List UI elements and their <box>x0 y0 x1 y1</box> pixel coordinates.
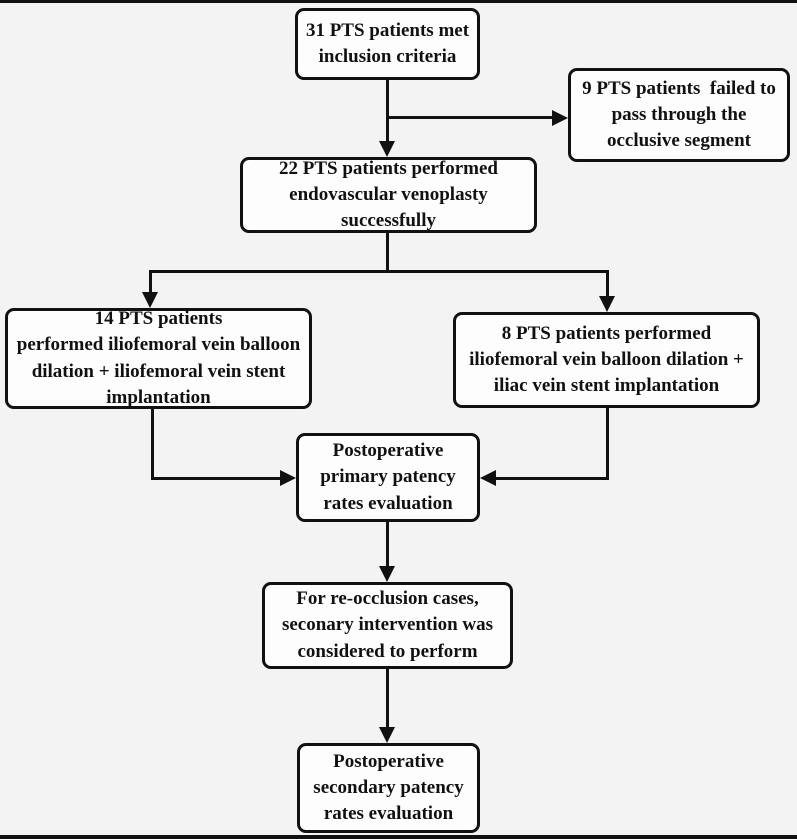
connector-inclusion-to-venoplasty <box>386 80 389 143</box>
flow-node-secondary-patency: Postoperative secondary patency rates ev… <box>297 743 480 833</box>
flow-node-iliofemoral-stent: 14 PTS patients performed iliofemoral ve… <box>5 308 312 409</box>
connector-iliac-to-primary <box>495 477 609 480</box>
connector-reocclusion-to-secondary <box>386 668 389 729</box>
connector-inclusion-to-failed <box>388 116 553 119</box>
flow-node-iliac-stent: 8 PTS patients performed iliofemoral vei… <box>453 312 760 408</box>
flow-node-reocclusion: For re-occlusion cases, seconary interve… <box>262 582 513 669</box>
arrowhead-right-primary <box>280 470 296 486</box>
arrowhead-down-iliofemoral <box>142 292 158 308</box>
connector-iliac-down <box>606 406 609 480</box>
arrowhead-left-primary <box>480 470 496 486</box>
arrowhead-right-failed <box>552 110 568 126</box>
flow-node-inclusion: 31 PTS patients met inclusion criteria <box>295 8 480 80</box>
connector-split-to-iliofemoral <box>149 270 152 294</box>
arrowhead-down-iliac <box>599 296 615 312</box>
connector-venoplasty-to-split <box>386 233 389 273</box>
figure-top-border <box>0 0 797 3</box>
flow-node-primary-patency: Postoperative primary patency rates eval… <box>296 433 480 522</box>
connector-split-to-iliac <box>606 270 609 298</box>
arrowhead-down-reocclusion <box>379 566 395 582</box>
arrowhead-down-venoplasty <box>379 141 395 157</box>
connector-primary-to-reocclusion <box>386 522 389 568</box>
connector-split-bar <box>149 270 609 273</box>
flow-node-failed-to-pass: 9 PTS patients failed to pass through th… <box>568 68 790 162</box>
connector-iliofemoral-to-primary <box>151 477 281 480</box>
connector-iliofemoral-down <box>151 407 154 480</box>
arrowhead-down-secondary <box>379 727 395 743</box>
figure-bottom-border <box>0 835 797 839</box>
flow-node-venoplasty-success: 22 PTS patients performed endovascular v… <box>240 157 537 233</box>
